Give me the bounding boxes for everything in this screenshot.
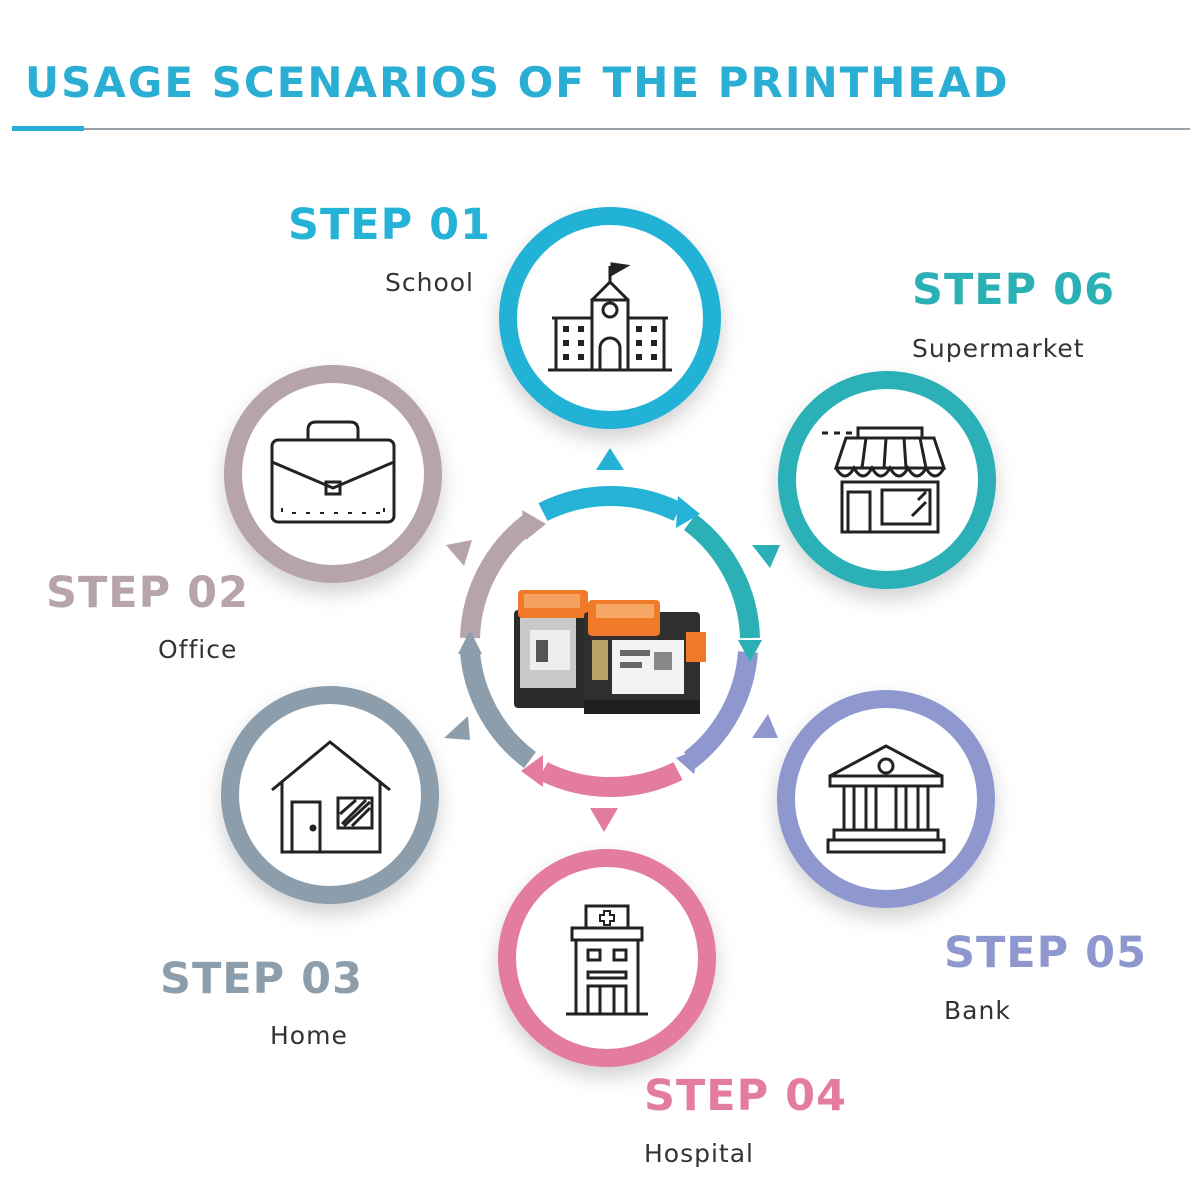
ring-segment-bank xyxy=(683,651,758,768)
step-05-circle xyxy=(777,690,995,908)
pointer-supermarket xyxy=(752,545,780,568)
title-divider-accent xyxy=(12,126,84,131)
step-02-name: Office xyxy=(158,635,238,664)
ring-arrow-office xyxy=(522,510,546,540)
ring-arrow-bank xyxy=(676,748,700,774)
title-divider xyxy=(12,128,1190,130)
ring-segment-school xyxy=(538,485,683,522)
center-ring xyxy=(460,485,760,798)
step-04-name: Hospital xyxy=(644,1139,755,1168)
ring-segment-supermarket xyxy=(683,513,760,639)
step-01-name: School xyxy=(385,268,474,297)
pointer-hospital xyxy=(590,808,618,832)
step-04-label: STEP 04 xyxy=(644,1071,847,1121)
pointer-home xyxy=(444,716,470,740)
ring-segment-home xyxy=(460,650,537,769)
ring-arrow-home xyxy=(458,630,482,654)
pointer-triangles xyxy=(444,448,780,832)
shop-icon xyxy=(822,426,947,534)
step-02-label: STEP 02 xyxy=(46,568,249,618)
ring-segment-office xyxy=(460,513,537,639)
pointer-bank xyxy=(752,714,778,738)
bank-icon xyxy=(826,744,946,854)
hospital-icon xyxy=(566,904,648,1016)
briefcase-icon xyxy=(270,420,396,524)
step-05-name: Bank xyxy=(944,996,1011,1025)
ring-arrow-hospital xyxy=(521,755,543,787)
ring-arrow-school xyxy=(676,496,700,528)
ring-arrow-supermarket xyxy=(738,640,762,662)
step-06-label: STEP 06 xyxy=(912,265,1115,315)
step-02-circle xyxy=(224,365,442,583)
ring-arrowheads xyxy=(458,496,762,787)
school-icon xyxy=(548,262,672,372)
step-01-label: STEP 01 xyxy=(288,200,491,250)
step-04-circle xyxy=(498,849,716,1067)
printhead-icon xyxy=(514,590,706,714)
step-06-circle xyxy=(778,371,996,589)
pointer-school xyxy=(596,448,624,470)
page-title: USAGE SCENARIOS OF THE PRINTHEAD xyxy=(25,58,1010,107)
step-03-name: Home xyxy=(270,1021,348,1050)
step-03-label: STEP 03 xyxy=(160,954,363,1004)
house-icon xyxy=(271,740,391,854)
ring-segment-hospital xyxy=(538,761,683,798)
step-06-name: Supermarket xyxy=(912,334,1085,363)
step-05-label: STEP 05 xyxy=(944,928,1147,978)
pointer-office xyxy=(446,540,472,566)
step-03-circle xyxy=(221,686,439,904)
